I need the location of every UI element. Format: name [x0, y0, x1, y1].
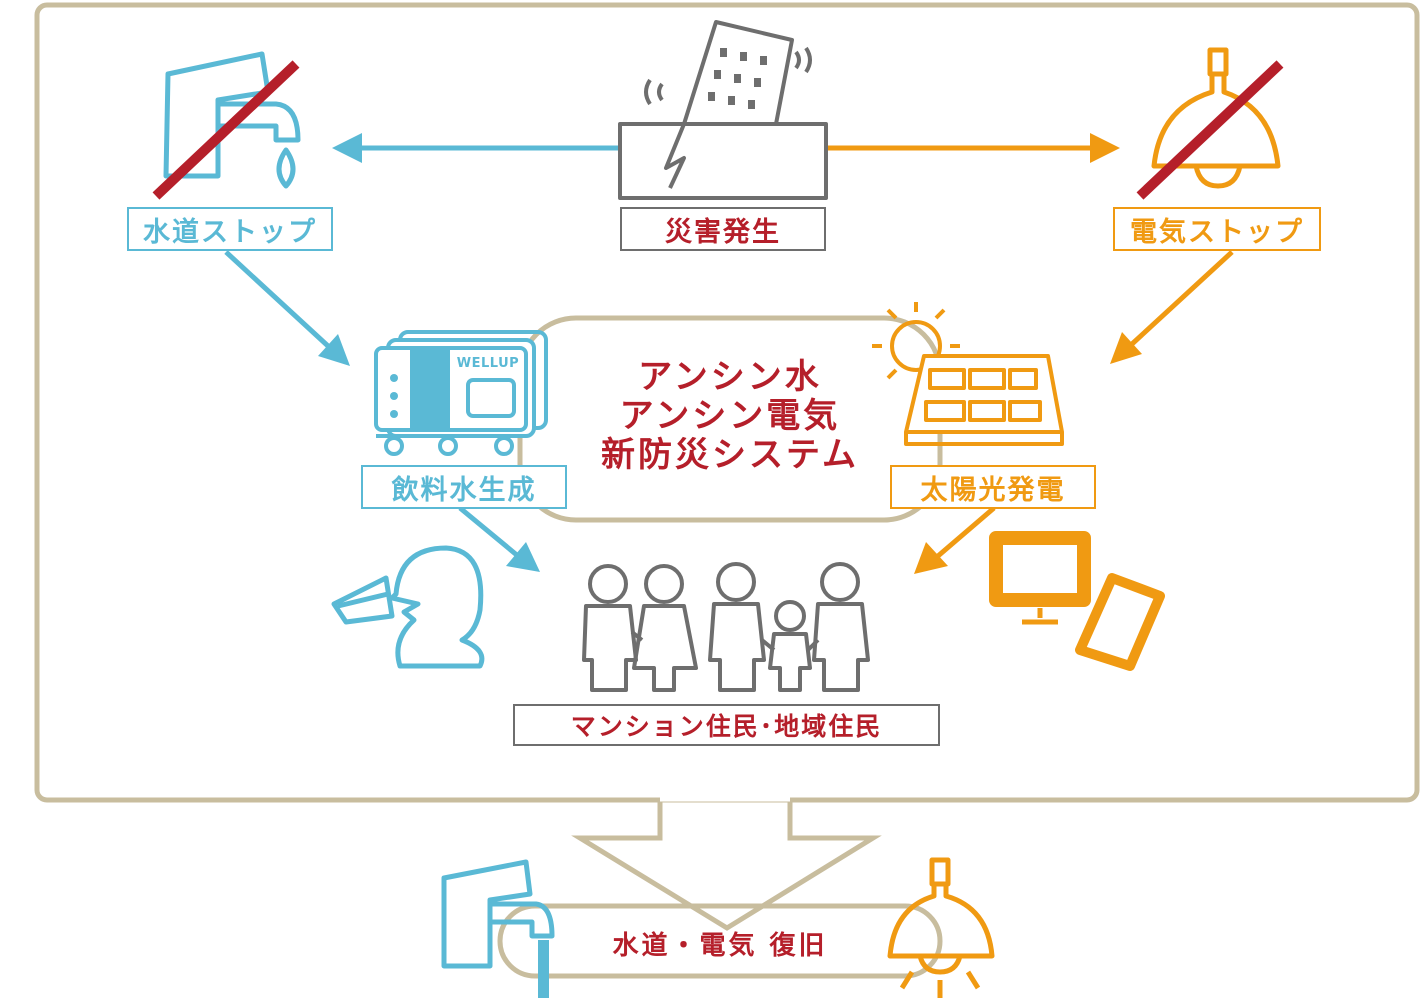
faucet-icon	[163, 51, 301, 189]
generator-dots	[390, 374, 398, 418]
building-windows	[708, 48, 767, 109]
down-arrow	[571, 800, 882, 931]
center-system-text: アンシン水 アンシン電気 新防災システム	[560, 358, 900, 475]
center-line-power: アンシン電気	[619, 396, 841, 436]
recovery-label: 水道・電気 復旧	[612, 931, 828, 961]
arrow-to-power	[826, 133, 1120, 163]
disaster-label: 災害発生	[620, 207, 826, 251]
center-line-water: アンシン水	[638, 357, 822, 397]
water-generator-icon	[374, 330, 548, 456]
solar-panel-icon	[872, 302, 1064, 446]
collapsing-building-icon	[618, 20, 828, 200]
center-line-system: 新防災システム	[601, 435, 859, 475]
strike-water	[152, 60, 300, 200]
residents-label: マンション住民･地域住民	[513, 704, 940, 746]
faucet-bottom-icon	[441, 859, 555, 969]
arrow-water-to-generator	[224, 250, 350, 366]
lamp-bottom-icon	[887, 857, 995, 998]
recovery-pill	[497, 903, 943, 979]
solar-power-label: 太陽光発電	[890, 465, 1096, 509]
arrow-power-to-solar	[1110, 250, 1234, 364]
machine-brand-label: WELLUP	[456, 356, 520, 371]
power-stop-label: 電気ストップ	[1113, 207, 1321, 251]
pendant-lamp-icon	[1151, 47, 1281, 189]
person-drinking-icon	[331, 545, 485, 669]
water-stream	[538, 940, 549, 998]
arrow-generator-to-residents	[458, 506, 540, 572]
water-stop-label: 水道ストップ	[127, 207, 333, 251]
arrow-to-water	[332, 133, 620, 163]
drinking-water-label: 飲料水生成	[361, 465, 567, 509]
family-icon	[582, 562, 870, 692]
strike-power	[1136, 60, 1284, 200]
arrow-solar-to-residents	[914, 506, 996, 574]
monitor-phone-icon	[989, 531, 1165, 671]
